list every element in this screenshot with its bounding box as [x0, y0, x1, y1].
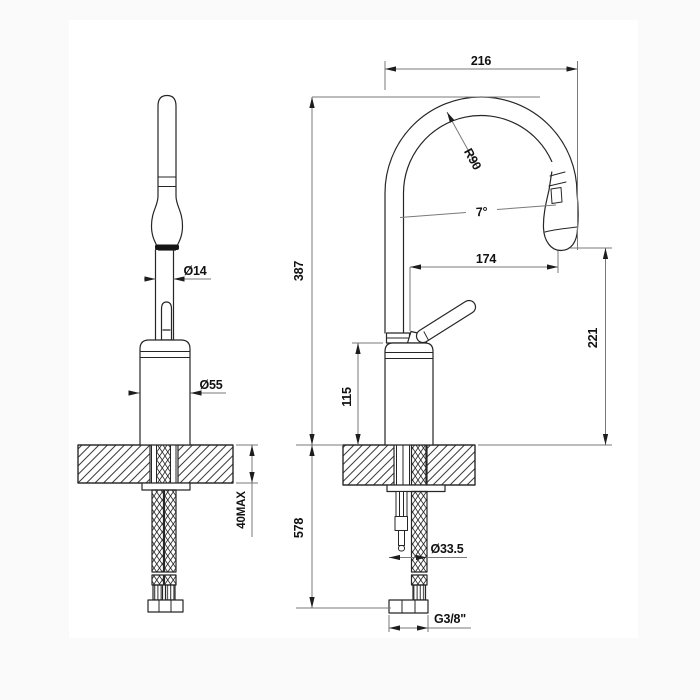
dim-label-spout-reach: 174	[476, 252, 497, 266]
front-mounting-flange	[141, 482, 191, 491]
stud-tip	[398, 545, 405, 552]
dim-label-body-height: 115	[340, 387, 354, 407]
dim-label-outlet-height: 221	[586, 328, 600, 349]
side-counter-hatch-left	[342, 444, 395, 486]
sprayhead-bottom-line	[544, 226, 578, 233]
dim-label-overall-height: 387	[292, 261, 306, 282]
side-hose-braid	[410, 490, 428, 573]
front-body-lines	[139, 351, 191, 358]
stud-lower	[398, 530, 405, 546]
dim-label-body-diameter: Ø55	[199, 378, 222, 392]
front-hex-nut	[147, 599, 184, 613]
ext-g38	[388, 615, 429, 632]
stud-upper	[395, 491, 408, 517]
front-shank-lines	[151, 444, 177, 484]
front-counter-hatch-left	[77, 444, 151, 484]
dimline-7deg	[399, 204, 557, 218]
dim-label-connection-thread: G3/8"	[434, 612, 466, 626]
front-spout	[150, 94, 184, 251]
dimensions	[128, 61, 612, 632]
sprayhead-sleeve	[550, 187, 563, 204]
side-lever-joint-line	[423, 331, 429, 341]
sprayhead-collar	[548, 171, 567, 187]
side-hose	[388, 490, 429, 614]
side-body-lines	[384, 352, 434, 359]
dim-label-hole-diameter: Ø33.5	[430, 542, 463, 556]
front-spout-outline	[150, 94, 184, 251]
dim-label-tube-diameter: Ø14	[183, 264, 206, 278]
stud-nut	[394, 516, 408, 531]
front-hose-in-counter	[157, 445, 170, 483]
side-countertop	[342, 444, 476, 486]
side-view	[342, 96, 579, 614]
front-riser-tube	[154, 249, 175, 341]
leader-r90	[446, 111, 479, 169]
side-lever	[415, 299, 477, 344]
side-shank-lines	[396, 444, 410, 486]
dim-label-hose-length: 578	[292, 518, 306, 539]
front-hose-right	[163, 489, 177, 573]
ext-40max	[236, 444, 258, 537]
side-hex-nut-facets	[401, 599, 416, 614]
side-counter-outline	[342, 444, 476, 486]
front-hoses	[147, 489, 184, 613]
front-view	[77, 94, 234, 613]
side-ferrule	[412, 584, 427, 601]
side-fixing-stud	[394, 491, 408, 552]
side-hose-in-counter	[410, 444, 427, 486]
dim-label-overall-width: 216	[471, 54, 492, 68]
side-hex-nut	[388, 599, 429, 614]
front-ferrule-right	[164, 584, 176, 601]
front-hose-left-end	[151, 574, 165, 586]
ext-216	[384, 61, 578, 250]
stud-thread-lines	[399, 491, 404, 517]
side-mounting-flange	[386, 484, 446, 493]
front-counter-outline	[77, 444, 234, 484]
front-hose-right-end	[163, 574, 177, 586]
front-hex-nut-facets	[158, 599, 172, 613]
side-hose-end	[410, 574, 428, 586]
front-spout-outlet	[155, 244, 179, 250]
front-counter-hatch-right	[177, 444, 234, 484]
front-ferrule-left	[152, 584, 164, 601]
front-spout-bands	[157, 176, 177, 187]
dim-label-spout-angle: 7°	[475, 205, 488, 220]
side-counter-hatch-right	[426, 444, 476, 486]
front-lever	[160, 301, 173, 341]
dim-label-max-deck-thickness: 40MAX	[236, 491, 248, 529]
front-countertop	[77, 444, 234, 484]
front-hose-left	[151, 489, 165, 573]
front-mixer-body	[139, 339, 191, 446]
side-mixer-body	[384, 342, 434, 446]
spout-inner-profile	[402, 114, 553, 334]
